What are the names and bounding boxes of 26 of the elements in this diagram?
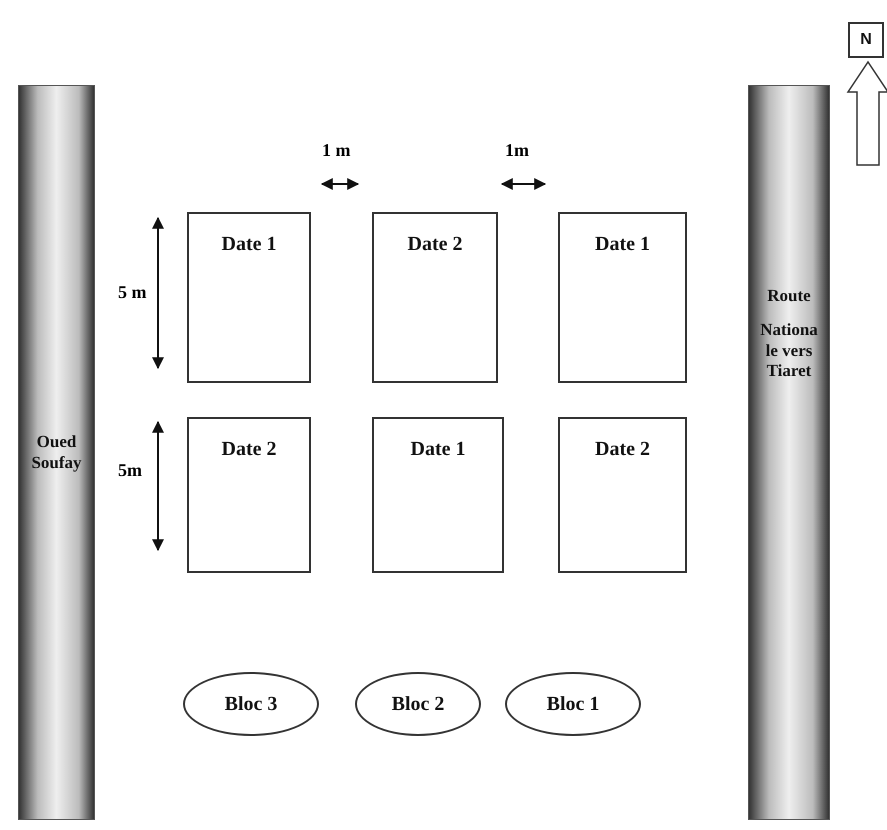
dimension-label: 1 m xyxy=(322,140,350,161)
plot-label: Date 2 xyxy=(595,437,650,461)
plot-label: Date 2 xyxy=(408,232,462,256)
strip-label: Oued Soufay xyxy=(30,432,83,473)
plot-square xyxy=(558,417,687,573)
plot-label: Date 2 xyxy=(222,437,276,461)
north-label-box xyxy=(848,22,884,58)
side-strip xyxy=(748,85,830,820)
plot-label: Date 1 xyxy=(222,232,276,256)
plot-label: Date 1 xyxy=(410,437,466,461)
strip-label: Nationa le vers Tiaret xyxy=(759,320,819,382)
plot-square xyxy=(187,212,311,383)
plot-label: Date 1 xyxy=(595,232,650,256)
strip-label: Route xyxy=(766,286,812,306)
block-label: Bloc 1 xyxy=(546,692,600,716)
plot-square xyxy=(558,212,687,383)
dimension-label: 5 m xyxy=(118,282,146,303)
dimension-label: 5m xyxy=(118,460,142,481)
north-label: N xyxy=(860,30,872,50)
block-label: Bloc 2 xyxy=(392,692,444,716)
plot-square xyxy=(372,212,498,383)
dimension-label: 1m xyxy=(505,140,529,161)
plot-square xyxy=(372,417,504,573)
block-label: Bloc 3 xyxy=(224,692,278,716)
side-strip xyxy=(18,85,95,820)
plot-square xyxy=(187,417,311,573)
